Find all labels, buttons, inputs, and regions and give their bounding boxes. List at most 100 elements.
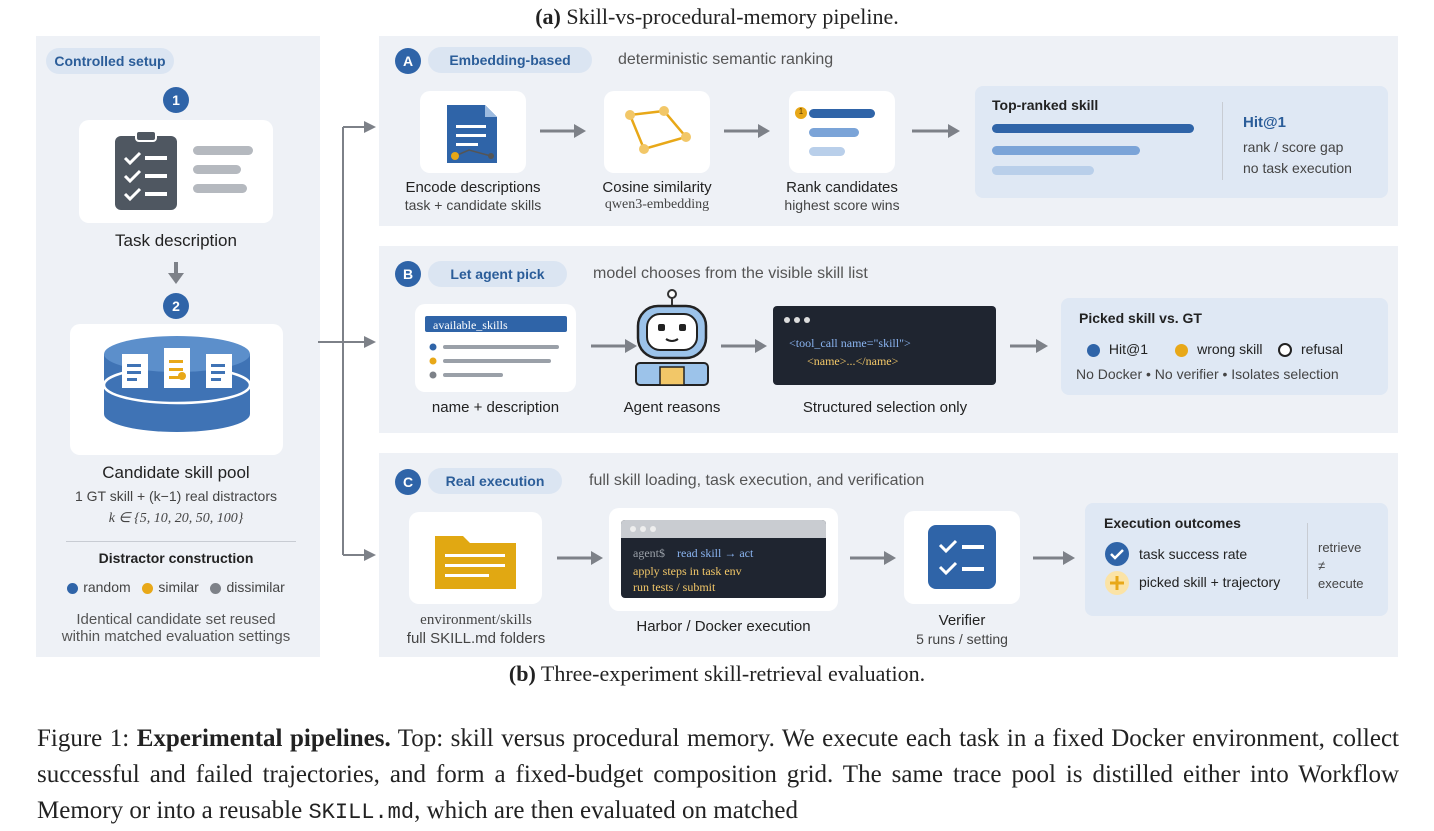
skill-list-card: available_skills xyxy=(415,304,576,392)
panel-c-desc: full skill loading, task execution, and … xyxy=(589,472,925,489)
agent-reasons-label: Agent reasons xyxy=(623,399,721,416)
verifier-checklist-icon xyxy=(928,525,996,589)
robot-agent-icon xyxy=(635,289,709,386)
controlled-setup-pill: Controlled setup xyxy=(46,48,174,74)
skill-list-icon xyxy=(429,343,559,379)
rank-sub: highest score wins xyxy=(784,197,900,213)
skills-folder-card xyxy=(409,512,542,604)
term-line-1: agent$ read skill → act xyxy=(633,546,753,561)
rank-card: 1 xyxy=(789,91,895,173)
figure-label: Figure 1: xyxy=(37,725,130,752)
legend-refusal: refusal xyxy=(1300,341,1343,357)
random-dot xyxy=(67,582,79,594)
result-title: Execution outcomes xyxy=(1104,515,1241,531)
distractor-legend: random similar dissimilar xyxy=(46,579,306,595)
docker-execution-label: Harbor / Docker execution xyxy=(636,618,811,635)
hit-at-1-metric: Hit@1 xyxy=(1243,114,1286,131)
arrow-icon xyxy=(850,551,896,565)
top-ranked-result: Top-ranked skill Hit@1 rank / score gap … xyxy=(975,86,1388,198)
dissimilar-dot xyxy=(210,582,222,594)
tool-call-terminal: <tool_call name="skill"> <name>...</name… xyxy=(773,306,996,385)
divider xyxy=(1307,523,1308,599)
legend-wrong: wrong skill xyxy=(1197,341,1263,357)
agent-pick-pill: Let agent pick xyxy=(428,261,567,287)
embedding-pill: Embedding-based xyxy=(428,47,592,73)
legend-similar: similar xyxy=(158,579,199,595)
verifier-title: Verifier xyxy=(938,612,986,629)
figure-code: SKILL.md xyxy=(308,800,415,825)
cosine-title: Cosine similarity xyxy=(602,179,712,196)
pool-subtitle: 1 GT skill + (k−1) real distractors xyxy=(74,488,278,504)
ranking-bars-icon xyxy=(795,107,875,156)
database-icon xyxy=(102,336,252,432)
side-neq: ≠ xyxy=(1318,558,1326,573)
pick-legend: Hit@1 wrong skill refusal xyxy=(1087,341,1343,358)
rank-title: Rank candidates xyxy=(786,179,898,196)
similarity-graph-icon xyxy=(625,106,691,154)
encode-title: Encode descriptions xyxy=(405,179,541,196)
cosine-sub: qwen3-embedding xyxy=(604,197,710,212)
term-line-2: apply steps in task env xyxy=(633,564,742,578)
terminal-titlebar xyxy=(621,520,826,538)
window-dots-icon xyxy=(630,526,656,532)
branch-connector xyxy=(318,121,376,561)
step-1-badge: 1 xyxy=(163,87,189,113)
list-header: available_skills xyxy=(425,316,567,332)
arrow-icon xyxy=(1033,551,1075,565)
skills-folder-title: environment/skills xyxy=(420,612,532,628)
docker-execution-card: agent$ read skill → act apply steps in t… xyxy=(609,508,838,611)
divider xyxy=(66,541,296,542)
clipboard-checklist-icon xyxy=(115,130,253,210)
result-bar-3 xyxy=(992,166,1094,175)
cosine-card xyxy=(604,91,710,173)
skill-pool-card xyxy=(70,324,283,455)
code-line-2: <name>...</name> xyxy=(807,354,899,368)
similar-dot xyxy=(142,582,154,594)
arrow-icon xyxy=(721,339,767,353)
figure-bold-title: Experimental pipelines. xyxy=(136,725,391,752)
term-prompt: agent$ xyxy=(633,546,665,560)
result-title: Picked skill vs. GT xyxy=(1079,310,1202,326)
execution-outcomes-result: Execution outcomes task success rate pic… xyxy=(1085,503,1388,616)
panel-b-desc: model chooses from the visible skill lis… xyxy=(593,265,868,282)
panel-a-desc: deterministic semantic ranking xyxy=(618,51,834,68)
figure-text-2: , which are then evaluated on matched xyxy=(414,797,798,824)
result-title: Top-ranked skill xyxy=(992,97,1099,113)
wrong-dot xyxy=(1175,343,1189,357)
caption-a: (a) Skill-vs-procedural-memory pipeline. xyxy=(535,4,899,29)
panel-b-letter: B xyxy=(395,261,421,287)
metric-line-2: no task execution xyxy=(1243,160,1352,176)
step-2-badge: 2 xyxy=(163,293,189,319)
term-command: read skill → act xyxy=(677,546,754,560)
verifier-sub: 5 runs / setting xyxy=(916,631,1008,647)
result-bar-2 xyxy=(992,146,1140,155)
task-card xyxy=(79,120,273,223)
metric-line-1: rank / score gap xyxy=(1243,139,1344,155)
arrow-icon xyxy=(912,124,960,138)
real-execution-pill: Real execution xyxy=(428,468,562,494)
encode-sub: task + candidate skills xyxy=(404,197,542,213)
note-line-1: Identical candidate set reused xyxy=(76,611,276,628)
code-line-1: <tool_call name="skill"> xyxy=(789,336,911,350)
folder-icon xyxy=(435,536,516,589)
skills-folder-sub: full SKILL.md folders xyxy=(406,630,546,647)
arrow-icon xyxy=(724,124,770,138)
check-circle-icon xyxy=(1105,542,1129,566)
result-bar-1 xyxy=(992,124,1194,133)
task-description-label: Task description xyxy=(115,231,237,250)
arrow-icon xyxy=(1010,339,1048,353)
caption-b: (b) Three-experiment skill-retrieval eva… xyxy=(508,661,926,686)
note-line-2: within matched evaluation settings xyxy=(61,628,291,645)
refusal-dot xyxy=(1278,343,1293,358)
distractor-title: Distractor construction xyxy=(98,550,254,566)
down-arrow-icon xyxy=(168,262,184,284)
side-retrieve: retrieve xyxy=(1318,540,1362,555)
panel-a-letter: A xyxy=(395,48,421,74)
window-dots-icon xyxy=(784,317,810,323)
divider xyxy=(1222,102,1223,180)
arrow-icon xyxy=(540,124,586,138)
legend-random: random xyxy=(83,579,131,595)
execution-terminal: agent$ read skill → act apply steps in t… xyxy=(621,520,826,598)
legend-dissimilar: dissimilar xyxy=(226,579,285,595)
structured-selection-label: Structured selection only xyxy=(802,399,968,416)
